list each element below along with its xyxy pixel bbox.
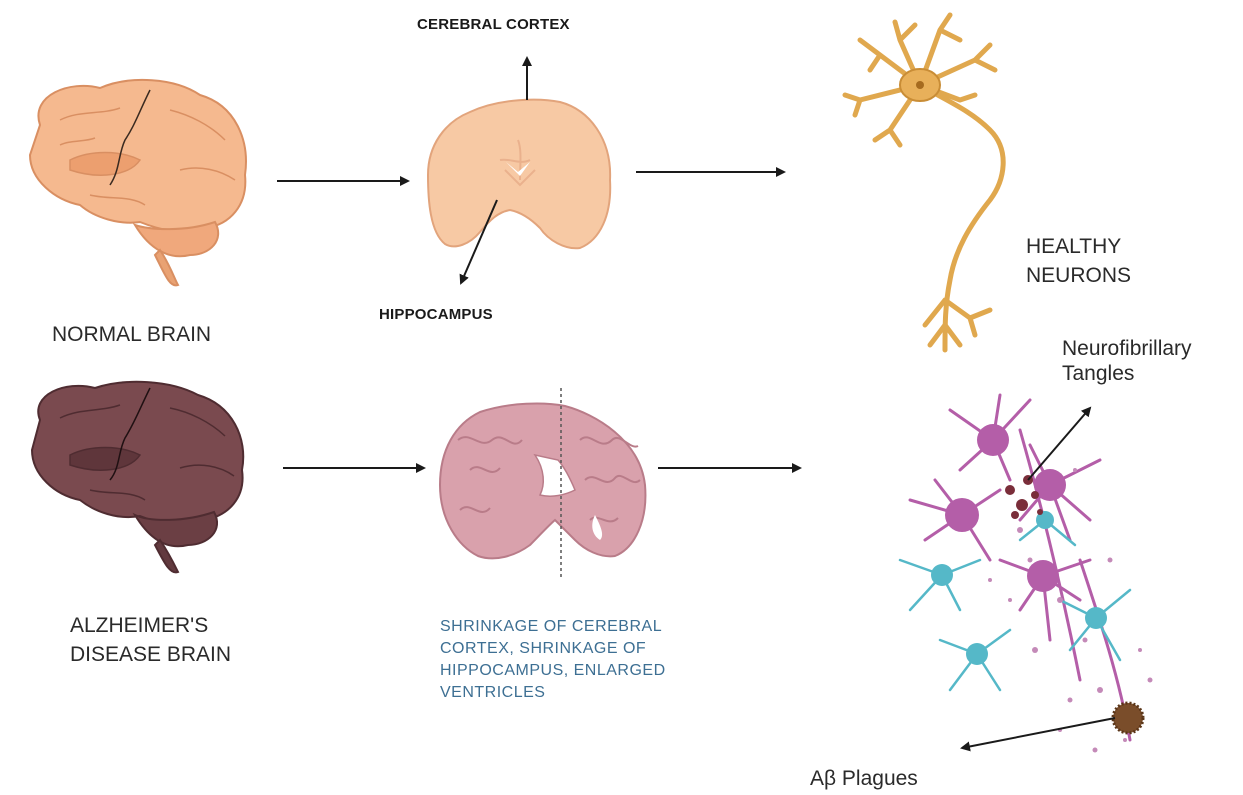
plaque	[1113, 703, 1143, 733]
alzheimers-brain-label: ALZHEIMER'S DISEASE BRAIN	[70, 611, 231, 669]
normal-brain-illustration	[30, 80, 246, 285]
alzheimers-brain-line-1: ALZHEIMER'S	[70, 611, 231, 640]
shrinkage-line-1: SHRINKAGE OF CEREBRAL	[440, 616, 666, 638]
healthy-neurons-line-1: HEALTHY	[1026, 232, 1131, 261]
normal-brain-label: NORMAL BRAIN	[52, 320, 211, 349]
neuron-nucleus	[916, 81, 924, 89]
healthy-neurons-line-2: NEURONS	[1026, 261, 1131, 290]
alzheimers-brain-line-2: DISEASE BRAIN	[70, 640, 231, 669]
hippocampus-label: HIPPOCAMPUS	[379, 306, 493, 323]
plaques-label: Aβ Plagues	[810, 764, 918, 793]
tangles-label: Neurofibrillary Tangles	[1062, 336, 1192, 386]
cerebral-cortex-label: CEREBRAL CORTEX	[417, 16, 570, 33]
shrinkage-caption: SHRINKAGE OF CEREBRAL CORTEX, SHRINKAGE …	[440, 616, 666, 704]
shrinkage-line-4: VENTRICLES	[440, 682, 666, 704]
healthy-neurons-label: HEALTHY NEURONS	[1026, 232, 1131, 290]
shrinkage-line-2: CORTEX, SHRINKAGE OF	[440, 638, 666, 660]
shrinkage-line-3: HIPPOCAMPUS, ENLARGED	[440, 660, 666, 682]
alzheimers-brain-illustration	[32, 382, 243, 573]
healthy-neuron-illustration	[845, 15, 1003, 350]
tangles-line-2: Tangles	[1062, 361, 1192, 386]
arrow-plaques	[962, 718, 1115, 748]
normal-coronal-slice	[428, 100, 610, 249]
pathology-cluster	[900, 395, 1153, 753]
tangles-line-1: Neurofibrillary	[1062, 336, 1192, 361]
alzheimers-coronal-slice	[440, 404, 645, 559]
